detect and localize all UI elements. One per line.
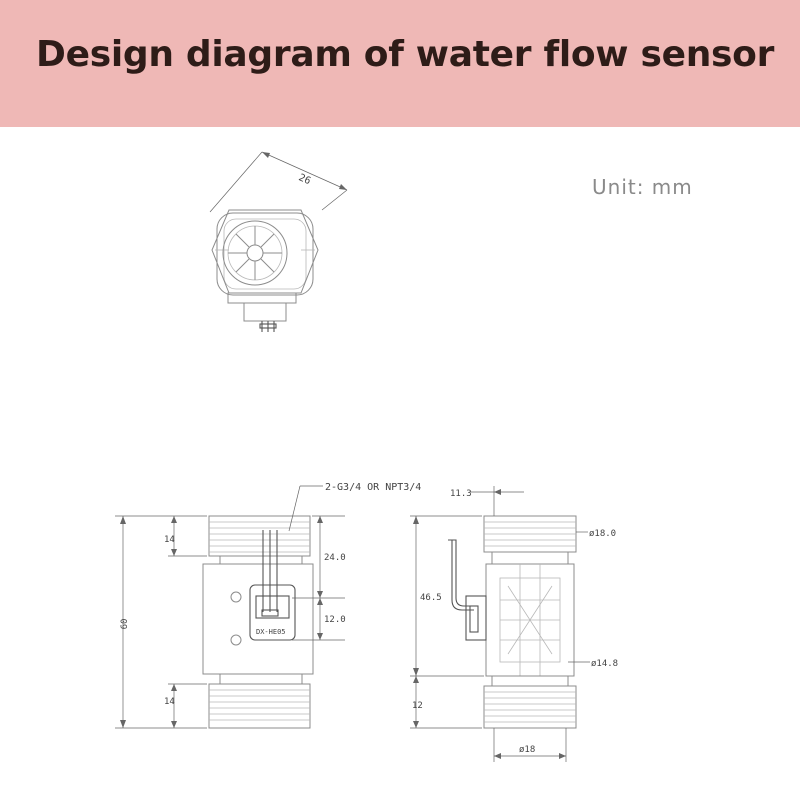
- front-top-thread: [208, 515, 311, 557]
- sensor-position-dimensions: 24.0 12.0: [292, 515, 346, 641]
- side-bottom-thread: [483, 685, 577, 729]
- page-title: Design diagram of water flow sensor: [36, 34, 775, 75]
- inner-diameter-label: ø14.8: [591, 659, 618, 669]
- top-thread-label: 14: [164, 535, 175, 545]
- side-top-offset-dimension: 11.3: [450, 486, 524, 516]
- side-view: 11.3 46.5 12 ø18.0 ø14.8 ø18: [410, 486, 618, 762]
- outer-diameter-label: ø18.0: [589, 529, 616, 539]
- total-height-label: 60: [120, 619, 130, 630]
- side-cable: [448, 539, 487, 641]
- diameter-callouts: ø18.0 ø14.8: [568, 529, 618, 669]
- bottom-label: 12: [412, 701, 423, 711]
- side-top-thread: [483, 515, 577, 553]
- bottom-diameter-label: ø18: [519, 745, 535, 755]
- total-height-dimension: 60: [115, 515, 207, 729]
- bottom-diameter-dimension: ø18: [493, 728, 567, 762]
- width-label: 26: [297, 172, 312, 187]
- thread-height-dimensions: 14 14: [164, 516, 207, 728]
- unit-label: Unit: mm: [592, 175, 693, 199]
- top-offset-label: 11.3: [450, 489, 472, 499]
- width-dimension: 26: [209, 151, 348, 213]
- sensor-module: DX-HE05: [249, 584, 296, 641]
- front-body: [202, 555, 314, 685]
- top-view: 26: [209, 151, 348, 332]
- sensor-wires: [262, 530, 278, 596]
- top-view-connector: [227, 292, 297, 332]
- side-body: [485, 551, 575, 687]
- top-view-body: [211, 209, 319, 296]
- title-banner: Design diagram of water flow sensor: [0, 0, 800, 127]
- sensor-height-label: 12.0: [324, 615, 346, 625]
- impeller-icon: [222, 220, 288, 286]
- thread-label: 2-G3/4 OR NPT3/4: [325, 482, 421, 493]
- height-label: 46.5: [420, 593, 442, 603]
- upper-offset-label: 24.0: [324, 553, 346, 563]
- front-view: DX-HE05 2-G3/4 OR NPT3/4 60: [115, 482, 421, 729]
- thread-callout: 2-G3/4 OR NPT3/4: [288, 482, 421, 532]
- chip-label: DX-HE05: [256, 628, 286, 636]
- front-bottom-thread: [208, 683, 311, 729]
- side-height-dimension: 46.5 12: [410, 515, 484, 729]
- bottom-thread-label: 14: [164, 697, 175, 707]
